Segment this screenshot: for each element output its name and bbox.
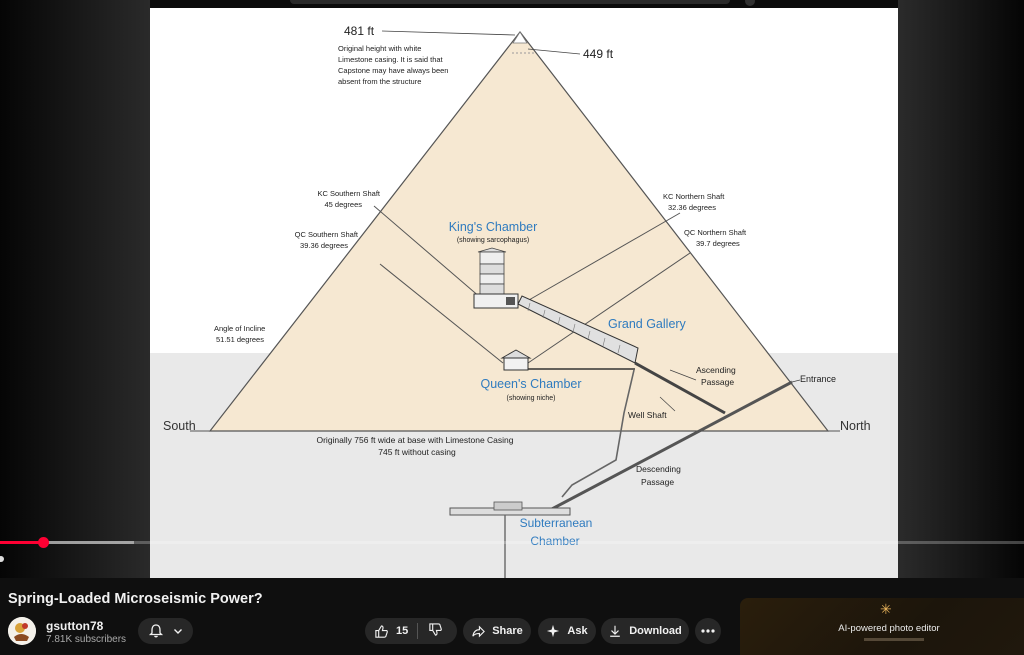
capstone (512, 31, 528, 44)
kc-north-shaft (521, 212, 681, 305)
queens-chamber-structure (503, 357, 529, 371)
pyramid-body (208, 31, 830, 432)
qc-south-shaft (379, 263, 504, 364)
entrance-leader (791, 379, 801, 383)
share-icon (472, 624, 486, 638)
share-label: Share (492, 625, 523, 637)
qc-south-shaft-degrees: 39.36 degrees (300, 241, 348, 250)
download-button[interactable]: Download (601, 618, 689, 644)
video-title: Spring-Loaded Microseismic Power? (8, 591, 263, 607)
height-note-line3: Capstone may have always been (338, 66, 448, 75)
well-leader (659, 396, 676, 412)
height-note-line4: absent from the structure (338, 77, 421, 86)
like-divider (417, 623, 418, 639)
kc-south-shaft (373, 205, 489, 305)
descending-passage (549, 380, 793, 512)
like-button[interactable]: 15 (365, 624, 408, 639)
top-overlay-dot (745, 0, 755, 6)
thumbs-down-icon (429, 623, 442, 636)
ask-button[interactable]: Ask (538, 618, 596, 644)
angle-incline-label: Angle of Incline (214, 324, 265, 333)
kings-chamber-note: (showing sarcophagus) (457, 237, 529, 244)
progress-buffer (44, 541, 134, 544)
progress-fill (0, 541, 44, 544)
thumbs-up-icon (375, 624, 388, 638)
north-label: North (840, 419, 871, 433)
promo-text: AI-powered photo editor (838, 623, 940, 634)
promo-subtext-blur (864, 638, 924, 641)
kc-north-shaft-label: KC Northern Shaft (663, 192, 725, 201)
video-frame-diagram: 481 ft Original height with white Limest… (150, 8, 898, 578)
top-overlay-bar (290, 0, 730, 4)
ascending-passage-label2: Passage (701, 377, 734, 387)
channel-name[interactable]: gsutton78 (46, 619, 104, 633)
promo-sparkle-icon: ✳ (880, 601, 892, 617)
channel-avatar[interactable] (8, 617, 36, 645)
ascending-passage (634, 361, 726, 415)
progress-scrubber[interactable] (38, 537, 49, 548)
angle-incline-degrees: 51.51 degrees (216, 335, 264, 344)
height-leader (381, 30, 516, 36)
height-note-line2: Limestone casing. It is said that (338, 55, 444, 64)
queens-chamber-label: Queen's Chamber (480, 377, 581, 391)
download-icon (610, 625, 621, 637)
kings-chamber-label: King's Chamber (449, 220, 538, 234)
more-icon (701, 629, 715, 633)
qc-north-shaft-degrees: 39.7 degrees (696, 239, 740, 248)
video-player[interactable]: 481 ft Original height with white Limest… (0, 0, 1024, 578)
progress-bar[interactable] (0, 541, 1024, 544)
grand-gallery-structure (517, 295, 639, 364)
well-shaft (561, 369, 635, 498)
subterranean-label2: Chamber (530, 534, 579, 548)
grand-gallery-hatching (527, 302, 621, 354)
qc-north-shaft-label: QC Northern Shaft (684, 228, 747, 237)
ascending-passage-label1: Ascending (696, 365, 736, 375)
download-label: Download (629, 625, 682, 637)
pyramid-diagram: 481 ft Original height with white Limest… (150, 24, 898, 578)
south-label: South (163, 419, 196, 433)
qc-south-shaft-label: QC Southern Shaft (295, 230, 359, 239)
notifications-button[interactable] (138, 618, 193, 644)
grand-gallery-label: Grand Gallery (608, 317, 687, 331)
qc-north-shaft (527, 252, 691, 364)
chevron-down-icon (173, 629, 182, 634)
entrance-label: Entrance (800, 374, 836, 384)
kc-south-shaft-degrees: 45 degrees (324, 200, 362, 209)
descending-passage-label1: Descending (636, 464, 681, 474)
like-count: 15 (396, 625, 409, 637)
like-dislike-group: 15 (365, 618, 457, 644)
subterranean-block (493, 501, 523, 511)
current-height-leader (527, 48, 581, 55)
height-note-line1: Original height with white (338, 44, 421, 53)
sparkle-icon (547, 624, 560, 638)
descending-passage-label2: Passage (641, 477, 674, 487)
player-left-backdrop (0, 0, 150, 578)
more-actions-button[interactable] (695, 618, 721, 644)
dislike-button[interactable] (428, 622, 443, 637)
ask-label: Ask (567, 625, 588, 637)
kc-south-shaft-label: KC Southern Shaft (317, 189, 380, 198)
base-note-line1: Originally 756 ft wide at base with Lime… (316, 435, 513, 445)
player-right-backdrop (898, 0, 1024, 578)
kc-north-shaft-degrees: 32.36 degrees (668, 203, 716, 212)
ascending-leader (669, 369, 697, 381)
avatar-icon (8, 617, 36, 645)
current-height-label: 449 ft (583, 47, 614, 61)
base-note-line2: 745 ft without casing (378, 447, 456, 457)
kings-chamber-structure (473, 247, 519, 309)
subterranean-label1: Subterranean (520, 516, 593, 530)
well-shaft-label: Well Shaft (628, 410, 667, 420)
time-indicator (0, 556, 4, 562)
original-height-label: 481 ft (344, 24, 375, 38)
subscriber-count: 7.81K subscribers (46, 634, 127, 645)
promo-card[interactable] (740, 598, 1024, 655)
queens-chamber-note: (showing niche) (506, 395, 555, 402)
bell-icon (148, 624, 163, 638)
share-button[interactable]: Share (463, 618, 531, 644)
